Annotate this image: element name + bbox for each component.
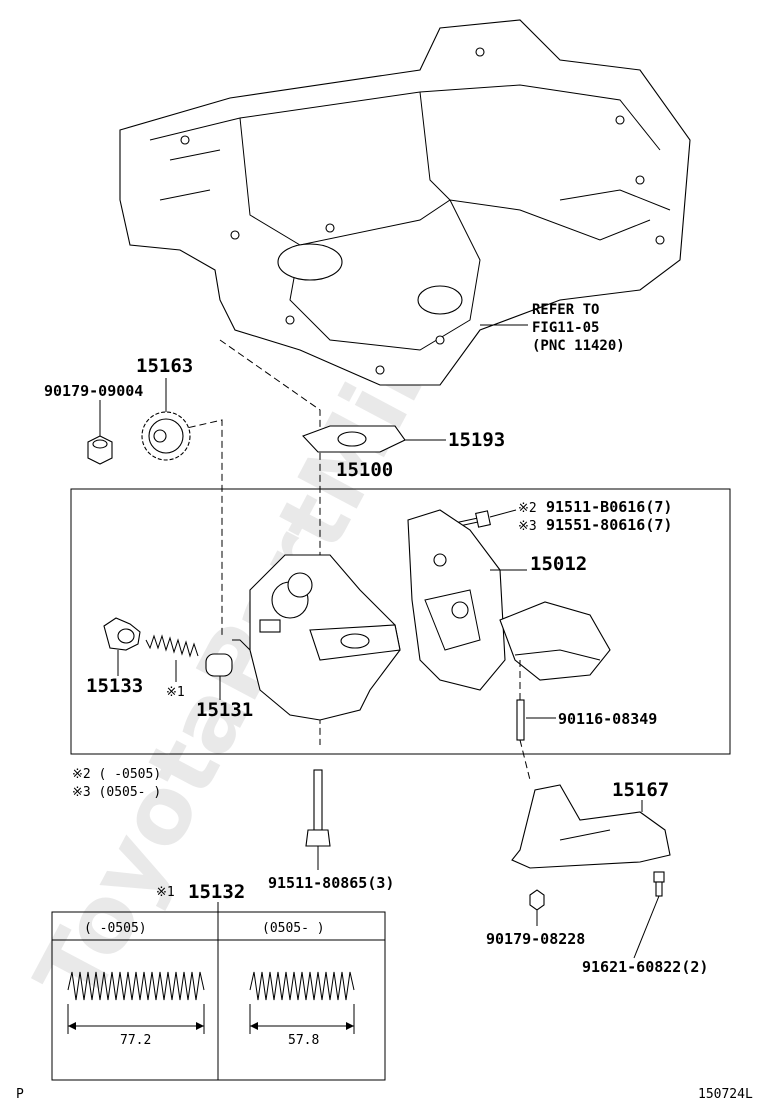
relief-spring: [145, 634, 199, 658]
spring-table-col1-header: ( -0505): [84, 921, 147, 936]
spring-table-col2-header: (0505- ): [262, 921, 325, 936]
mark-3: ※3: [518, 519, 537, 534]
label-90116-08349: 90116-08349: [558, 710, 657, 728]
nut-90179-09004: [87, 435, 113, 465]
label-91511-80865: 91511-80865(3): [268, 874, 394, 892]
bracket-15167: [511, 784, 671, 869]
label-15193: 15193: [448, 429, 505, 451]
pump-cover-15012: [407, 509, 506, 691]
label-15100: 15100: [336, 459, 393, 481]
gasket-15193: [302, 425, 406, 453]
spring-drawing-2: [249, 971, 355, 1034]
bolt-91511-80865: [305, 769, 331, 847]
footer-left: P: [16, 1087, 24, 1102]
mark-2: ※2: [518, 501, 537, 516]
label-15133: 15133: [86, 675, 143, 697]
oil-pan-illustration: [119, 19, 691, 386]
label-91511-b0616: 91511-B0616(7): [546, 498, 672, 516]
label-90179-09004: 90179-09004: [44, 382, 143, 400]
footer-right: 150724L: [698, 1087, 753, 1102]
label-90179-08228: 90179-08228: [486, 930, 585, 948]
sprocket-15163: [141, 411, 191, 461]
oil-pump-body: [232, 554, 401, 721]
spring-length-2: 57.8: [288, 1033, 319, 1048]
oil-strainer: [499, 601, 611, 681]
spring-table: [51, 911, 386, 1081]
label-91621-60822: 91621-60822(2): [582, 958, 708, 976]
plug-15133: [103, 617, 141, 651]
bolt-91621-60822: [653, 871, 665, 897]
note-3: ※3 (0505- ): [72, 785, 161, 800]
stud-90116-08349: [516, 699, 525, 741]
label-15012: 15012: [530, 553, 587, 575]
guide-line: [177, 419, 223, 638]
refer-line1: REFER TO: [532, 302, 599, 318]
label-15131: 15131: [196, 699, 253, 721]
label-91551-80616: 91551-80616(7): [546, 516, 672, 534]
spring-drawing-1: [67, 971, 205, 1034]
relief-valve-15131: [205, 653, 233, 677]
spring-length-1: 77.2: [120, 1033, 151, 1048]
refer-line2: FIG11-05: [532, 320, 599, 336]
label-15163: 15163: [136, 355, 193, 377]
assembly-frame: [70, 488, 731, 755]
mark-1a: ※1: [166, 685, 185, 700]
note-2: ※2 ( -0505): [72, 767, 161, 782]
label-15167: 15167: [612, 779, 669, 801]
refer-line3: (PNC 11420): [532, 338, 625, 354]
nut-90179-08228: [529, 889, 545, 911]
mark-1b: ※1: [156, 885, 175, 900]
label-15132: 15132: [188, 881, 245, 903]
